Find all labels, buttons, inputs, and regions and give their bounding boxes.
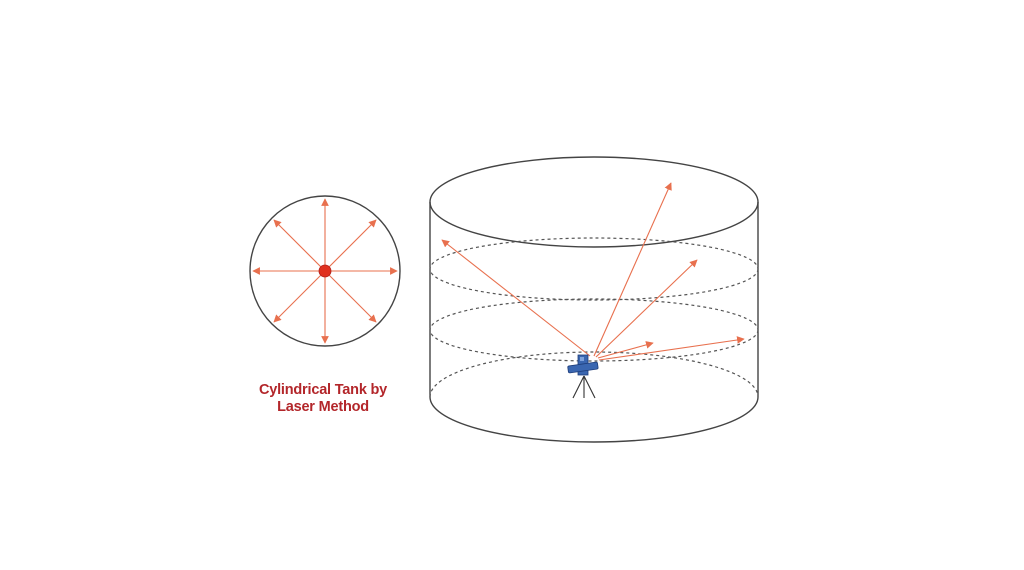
- laser-beam: [595, 259, 698, 358]
- laser-scanner-icon: [567, 354, 599, 399]
- cylindrical-tank: [429, 156, 759, 443]
- laser-beam: [598, 336, 745, 361]
- laser-beams: [441, 182, 745, 361]
- laser-beam: [593, 182, 672, 357]
- plan-radial-arrows: [252, 198, 398, 344]
- laser-beam: [597, 341, 654, 359]
- radial-arrow: [324, 270, 377, 323]
- caption-line-1: Cylindrical Tank by: [258, 382, 388, 398]
- caption-line-2: Laser Method: [277, 399, 369, 415]
- laser-origin-dot: [318, 264, 332, 278]
- laser-beam: [441, 239, 591, 357]
- measurement-ring-upper: [429, 237, 759, 301]
- radial-arrow: [324, 219, 377, 272]
- radial-arrow: [273, 219, 326, 272]
- tripod-icon: [572, 375, 596, 399]
- diagram-caption: Cylindrical Tank by Laser Method: [228, 382, 418, 416]
- plan-circle: [249, 195, 401, 347]
- tank-bottom-front: [429, 396, 759, 443]
- radial-arrow: [273, 270, 326, 323]
- tank-top-ellipse: [429, 156, 759, 248]
- tank-bottom-back: [429, 351, 759, 398]
- plan-view: [249, 195, 401, 347]
- measurement-ring-middle: [429, 298, 759, 362]
